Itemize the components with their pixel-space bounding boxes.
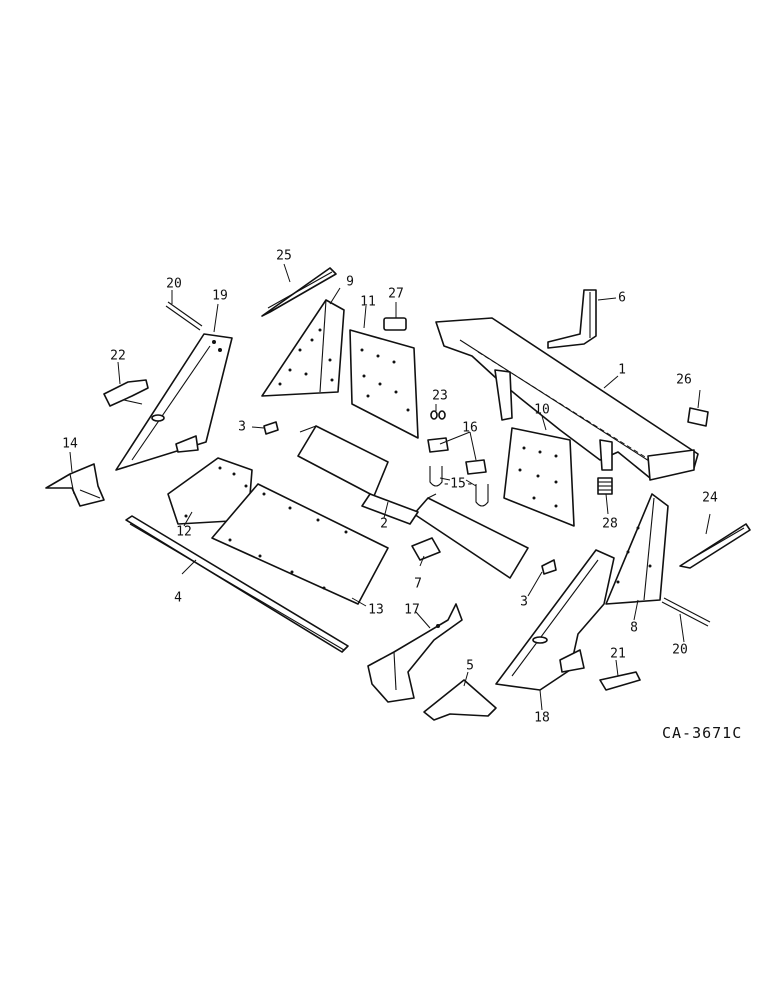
callout-7: 7 <box>414 577 422 592</box>
leader-lines <box>69 263 711 711</box>
part-17-hitch-mount <box>367 603 463 703</box>
part-3-pin-right <box>541 559 557 575</box>
part-5-plate <box>423 679 497 721</box>
part-6-angle-bracket <box>547 289 617 349</box>
callout-15: -15- <box>442 477 473 492</box>
callout-25: 25 <box>276 249 292 264</box>
part-23-washers <box>430 410 446 420</box>
callout-9: 9 <box>346 275 354 290</box>
callout-21: 21 <box>610 647 626 662</box>
callout-labels: 1 2 3 3 4 5 6 7 8 9 10 11 12 13 14 -15- … <box>62 249 718 726</box>
callout-1: 1 <box>618 363 626 378</box>
part-13-large-sheet <box>211 483 389 605</box>
part-1-cross-beam <box>435 317 699 481</box>
callout-18: 18 <box>534 711 550 726</box>
callout-28: 28 <box>602 517 618 532</box>
callout-27: 27 <box>388 287 404 302</box>
part-18-side-frame <box>495 549 615 691</box>
callout-22: 22 <box>110 349 126 364</box>
callout-4: 4 <box>174 591 182 606</box>
callout-12: 12 <box>176 525 192 540</box>
callout-23: 23 <box>432 389 448 404</box>
callout-14: 14 <box>62 437 78 452</box>
part-4-rail <box>125 515 349 653</box>
part-10-panel <box>503 427 575 527</box>
callout-17: 17 <box>404 603 420 618</box>
callout-3-right: 3 <box>520 595 528 610</box>
part-28-spring <box>597 477 613 495</box>
part-19-side-frame <box>115 333 233 471</box>
callout-2: 2 <box>380 517 388 532</box>
part-24-shield <box>679 523 751 569</box>
part-7-clip <box>411 537 441 561</box>
callout-26: 26 <box>676 373 692 388</box>
callout-3-left: 3 <box>238 420 246 435</box>
part-27-plate <box>383 317 407 331</box>
callout-19: 19 <box>212 289 228 304</box>
part-15-u-bolts <box>429 466 489 507</box>
part-22-bracket <box>103 379 149 407</box>
part-26-pin <box>687 407 709 427</box>
part-21-bracket <box>599 671 641 691</box>
drawing-reference-code: CA-3671C <box>662 724 742 742</box>
part-16-clamp-plates <box>427 437 487 475</box>
part-25-shield <box>261 267 337 317</box>
callout-8: 8 <box>630 621 638 636</box>
callout-6: 6 <box>618 291 626 306</box>
part-11-panel <box>349 329 419 439</box>
callout-13: 13 <box>368 603 384 618</box>
callout-5: 5 <box>466 659 474 674</box>
callout-11: 11 <box>360 295 376 310</box>
part-9-side-sheet <box>261 299 345 397</box>
callout-20-left: 20 <box>166 277 182 292</box>
callout-20-right: 20 <box>672 643 688 658</box>
part-8-side-sheet <box>605 493 669 605</box>
callout-10: 10 <box>534 403 550 418</box>
callout-24: 24 <box>702 491 718 506</box>
part-3-pin-left <box>251 421 279 435</box>
part-20-pin-right <box>661 597 711 627</box>
part-2-channel <box>297 425 529 579</box>
callout-16: 16 <box>462 421 478 436</box>
part-20-pin-left <box>165 301 203 331</box>
part-14-hitch-bracket <box>45 463 105 507</box>
